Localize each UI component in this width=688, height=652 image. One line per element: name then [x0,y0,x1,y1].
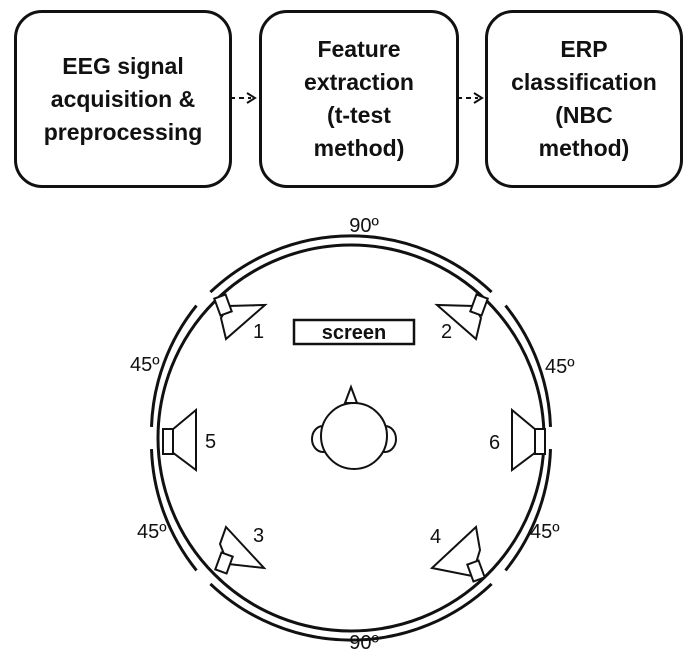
arrow-icon [457,92,484,104]
listener-head-icon [311,384,397,470]
angle-label-upper-right: 45º [545,356,575,378]
angle-label-bottom: 90º [349,632,379,652]
flow-step-feature-extraction: Feature extraction (t-test method) [259,10,459,188]
speaker-6-icon [511,407,546,472]
screen-box [292,318,416,346]
speaker-3-icon [214,525,267,575]
speaker-6-label: 6 [489,432,500,454]
speaker-3-label: 3 [253,525,264,547]
flow-step-erp-classification: ERP classification (NBC method) [485,10,683,188]
speaker-layout-diagram: screen 1 2 3 4 5 6 90º 90º 45º 45º 45º [130,215,575,652]
speaker-5-label: 5 [205,431,216,453]
speaker-1-icon [213,293,268,341]
angle-label-lower-left: 45º [137,521,167,543]
screen-label: screen [322,322,387,344]
flow-step-eeg-acquisition: EEG signal acquisition & preprocessing [14,10,232,188]
speaker-2-icon [434,293,489,341]
speaker-4-icon [429,525,486,583]
angle-label-top: 90º [349,215,379,237]
speaker-1-label: 1 [253,321,264,343]
speaker-4-label: 4 [430,526,441,548]
angle-label-upper-left: 45º [130,354,160,376]
arrow-icon [230,92,257,104]
speaker-5-icon [162,407,197,472]
angle-label-lower-right: 45º [530,521,560,543]
outer-ring [150,234,552,642]
speaker-2-label: 2 [441,321,452,343]
